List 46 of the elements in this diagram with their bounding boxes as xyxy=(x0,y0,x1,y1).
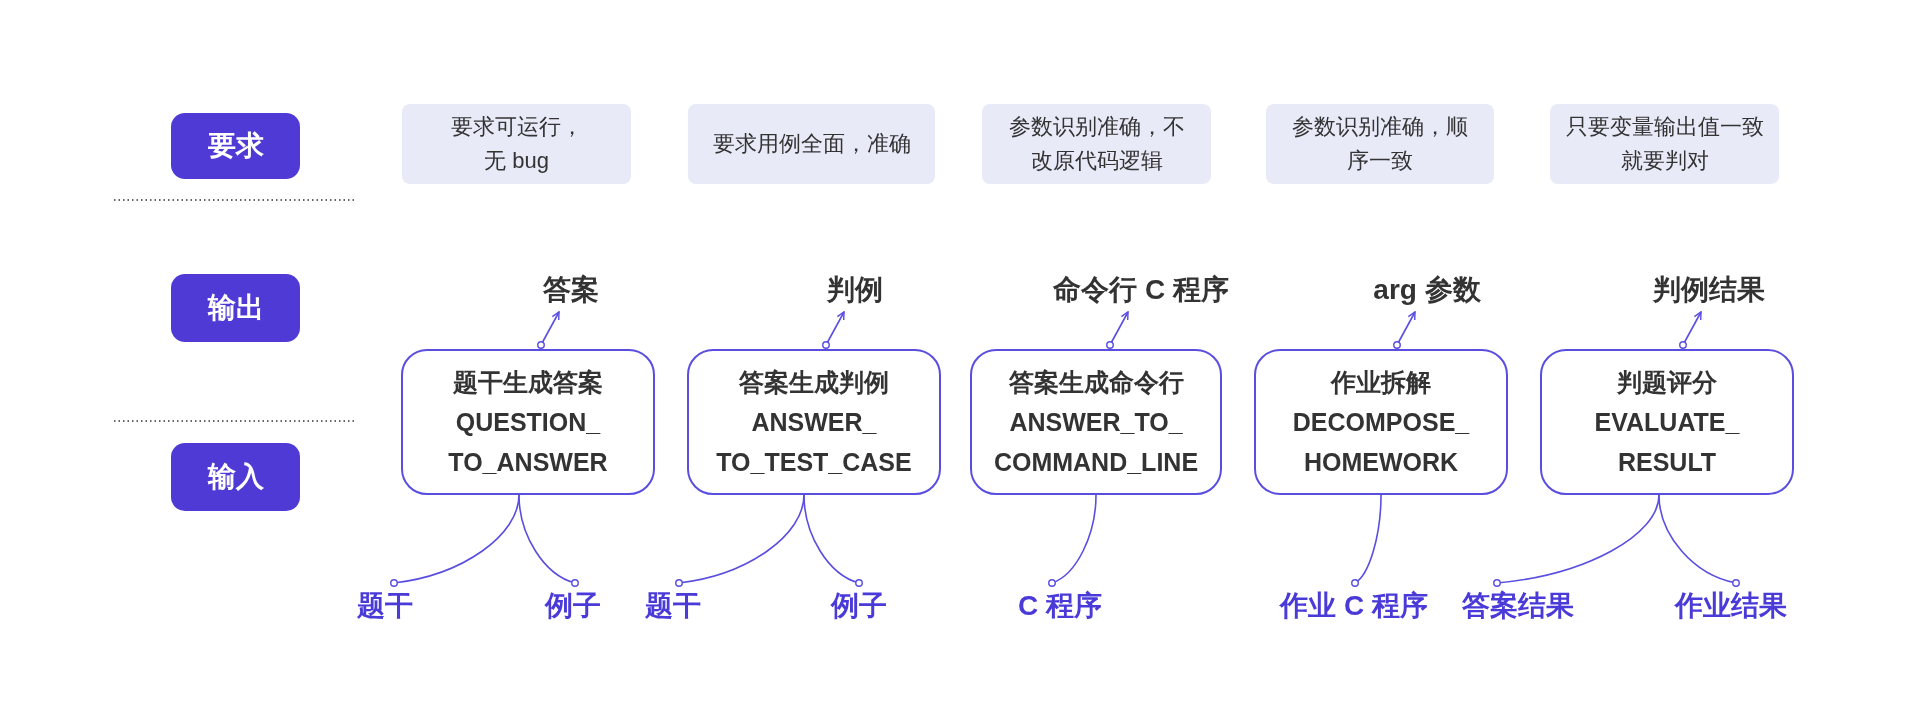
arrow xyxy=(1106,311,1129,349)
connector-line xyxy=(518,494,579,587)
arrow xyxy=(822,311,845,349)
process-box xyxy=(1540,349,1794,495)
requirement-box: 要求可运行，无 bug xyxy=(402,104,631,184)
row-header: 输出 xyxy=(171,274,300,342)
process-code: EVALUATE_ RESULT xyxy=(1593,407,1741,478)
connector-line xyxy=(803,494,863,587)
input-label: C 程序 xyxy=(1015,586,1105,626)
process-box xyxy=(1254,349,1508,495)
input-label: 题干 xyxy=(355,586,415,626)
process-title: 题干生成答案 xyxy=(453,367,603,398)
connector-line xyxy=(1351,494,1382,587)
output-label: 判例 xyxy=(805,270,905,310)
process-title: 答案生成命令行 xyxy=(1008,367,1184,398)
row-header: 输入 xyxy=(171,443,300,511)
process-box xyxy=(401,349,655,495)
input-label: 作业 C 程序 xyxy=(1274,586,1434,626)
process-title: 判题评分 xyxy=(1617,367,1717,398)
process-title: 答案生成判例 xyxy=(739,367,889,398)
arrow xyxy=(537,311,560,349)
connector-line xyxy=(1658,494,1740,587)
process-code: ANSWER_ TO_TEST_CASE xyxy=(715,407,913,478)
output-label: 命令行 C 程序 xyxy=(1031,270,1251,310)
process-title: 作业拆解 xyxy=(1331,367,1431,398)
requirement-box: 要求用例全面，准确 xyxy=(688,104,935,184)
output-label: 判例结果 xyxy=(1644,270,1774,310)
requirement-box: 只要变量输出值一致就要判对 xyxy=(1550,104,1779,184)
process-box xyxy=(970,349,1222,495)
row-header: 要求 xyxy=(171,113,300,179)
arrow xyxy=(1679,311,1702,349)
input-label: 作业结果 xyxy=(1671,586,1791,626)
requirement-box: 参数识别准确，顺序一致 xyxy=(1266,104,1494,184)
process-code: DECOMPOSE_ HOMEWORK xyxy=(1291,407,1471,478)
process-code: ANSWER_TO_ COMMAND_LINE xyxy=(992,407,1200,478)
input-label: 例子 xyxy=(829,586,889,626)
requirement-box: 参数识别准确，不改原代码逻辑 xyxy=(982,104,1211,184)
input-label: 答案结果 xyxy=(1458,586,1578,626)
process-code: QUESTION_ TO_ANSWER xyxy=(447,407,609,478)
connector-line xyxy=(1048,494,1097,587)
process-box xyxy=(687,349,941,495)
output-label: 答案 xyxy=(521,270,621,310)
input-label: 题干 xyxy=(643,586,703,626)
arrow xyxy=(1393,311,1416,349)
output-label: arg 参数 xyxy=(1352,270,1502,310)
input-label: 例子 xyxy=(543,586,603,626)
